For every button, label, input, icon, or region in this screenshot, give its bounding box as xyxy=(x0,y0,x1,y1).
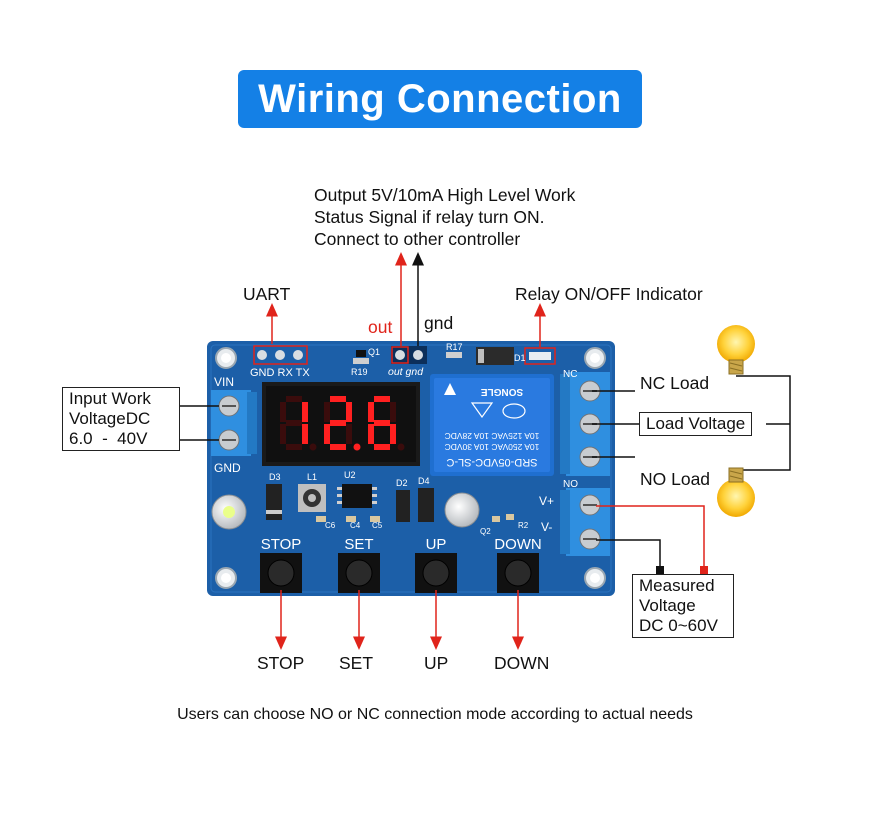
load-voltage-box: Load Voltage xyxy=(639,412,753,436)
input-work-line2: VoltageDC xyxy=(69,409,151,428)
footer-note: Users can choose NO or NC connection mod… xyxy=(177,706,693,723)
segment-2-c xyxy=(390,424,396,444)
comp-q2: Q2 xyxy=(480,527,491,536)
pcb-nc-label: NC xyxy=(563,369,577,380)
segment-0-d xyxy=(286,444,302,450)
measured-line1: Measured xyxy=(639,576,715,595)
input-work-line1: Input Work xyxy=(69,389,151,408)
segment-1-a xyxy=(330,396,346,402)
pcb-btn-down-label: DOWN xyxy=(494,536,542,553)
nc-load-label: NC Load xyxy=(640,373,710,393)
segment-2-a xyxy=(374,396,390,402)
segment-1-g xyxy=(330,420,346,426)
bottom-label-stop: STOP xyxy=(257,653,305,673)
segment-0-f xyxy=(280,402,286,422)
vminus-wire xyxy=(596,539,661,574)
bulb-loop-wire xyxy=(736,375,791,471)
segment-2-f xyxy=(368,402,374,422)
segment-1-b xyxy=(346,402,352,422)
pcb-buttons xyxy=(260,553,539,593)
pcb-btn-stop-label: STOP xyxy=(261,536,302,553)
comp-d3: D3 xyxy=(269,472,281,482)
vplus-wire xyxy=(596,505,705,574)
segment-2-e xyxy=(368,424,374,444)
comp-d4: D4 xyxy=(418,476,430,486)
measured-voltage-box: Measured Voltage DC 0~60V xyxy=(632,574,734,638)
input-work-box: Input Work VoltageDC 6.0 - 40V xyxy=(62,387,180,451)
comp-r17: R17 xyxy=(446,342,463,352)
pcb-vplus-label: V+ xyxy=(539,494,554,508)
output-signal-line3: Connect to other controller xyxy=(314,229,521,249)
pcb-header-label: GND RX TX xyxy=(250,367,310,379)
segment-0-a xyxy=(286,396,302,402)
comp-d2: D2 xyxy=(396,478,408,488)
segment-0-b xyxy=(302,402,308,422)
comp-q1: Q1 xyxy=(368,347,380,357)
decimal-point-1 xyxy=(353,443,361,451)
display-digits xyxy=(280,396,405,451)
load-voltage-text: Load Voltage xyxy=(646,414,746,433)
relay-songle: SRD-05VDC-SL-C 10A 250VAC 10A 30VDC 10A … xyxy=(430,374,554,476)
comp-d1: D1 xyxy=(514,353,526,363)
segment-1-e xyxy=(324,424,330,444)
relay-model: SRD-05VDC-SL-C xyxy=(446,456,537,468)
measured-line3: DC 0~60V xyxy=(639,616,718,635)
uart-label: UART xyxy=(243,284,291,304)
segment-2-d xyxy=(374,444,390,450)
decimal-point-0 xyxy=(309,443,317,451)
comp-r2: R2 xyxy=(518,521,529,530)
pcb-out-gnd-label: out gnd xyxy=(388,366,424,378)
segment-2-g xyxy=(374,420,390,426)
bottom-label-up: UP xyxy=(424,653,449,673)
segment-0-g xyxy=(286,420,302,426)
comp-c4: C4 xyxy=(350,521,361,530)
bottom-label-down: DOWN xyxy=(494,653,550,673)
gnd-label: gnd xyxy=(424,313,454,333)
measured-line2: Voltage xyxy=(639,596,696,615)
segment-1-d xyxy=(330,444,346,450)
measure-terminal-block xyxy=(560,488,610,556)
segment-1-f xyxy=(324,402,330,422)
input-work-line3: 6.0 - 40V xyxy=(69,429,148,448)
bottom-label-set: SET xyxy=(339,653,374,673)
nc-load-bulb-icon xyxy=(717,325,755,375)
comp-l1: L1 xyxy=(307,472,317,482)
no-load-bulb-icon xyxy=(717,467,755,517)
capacitor-left xyxy=(211,494,247,530)
segment-2-b xyxy=(390,402,396,422)
pcb-btn-up-label: UP xyxy=(426,536,447,553)
capacitor-right xyxy=(444,492,480,528)
relay-spec-1: 10A 250VAC 10A 30VDC xyxy=(445,442,540,452)
segment-0-e xyxy=(280,424,286,444)
uart-header xyxy=(253,345,308,365)
pcb-btn-set-label: SET xyxy=(344,536,373,553)
pcb-gnd-label: GND xyxy=(214,461,241,475)
out-label: out xyxy=(368,317,393,337)
no-load-label: NO Load xyxy=(640,469,711,489)
pcb-vminus-label: V- xyxy=(541,520,552,534)
pcb-no-label: NO xyxy=(563,479,578,490)
segment-0-c xyxy=(302,424,308,444)
title-banner: Wiring Connection xyxy=(238,70,642,128)
page-title: Wiring Connection xyxy=(258,76,622,121)
decimal-point-2 xyxy=(397,443,405,451)
input-terminal-block xyxy=(211,390,257,456)
comp-c5: C5 xyxy=(372,521,383,530)
comp-u2: U2 xyxy=(344,470,356,480)
relay-spec-2: 10A 125VAC 10A 28VDC xyxy=(445,431,540,441)
segment-1-c xyxy=(346,424,352,444)
comp-c6: C6 xyxy=(325,521,336,530)
comp-r19: R19 xyxy=(351,367,368,377)
pcb-vin-label: VIN xyxy=(214,375,234,389)
output-signal-line2: Status Signal if relay turn ON. xyxy=(314,207,545,227)
relay-brand: SONGLE xyxy=(481,386,524,397)
output-signal-line1: Output 5V/10mA High Level Work xyxy=(314,185,576,205)
relay-indicator-label: Relay ON/OFF Indicator xyxy=(515,284,703,304)
